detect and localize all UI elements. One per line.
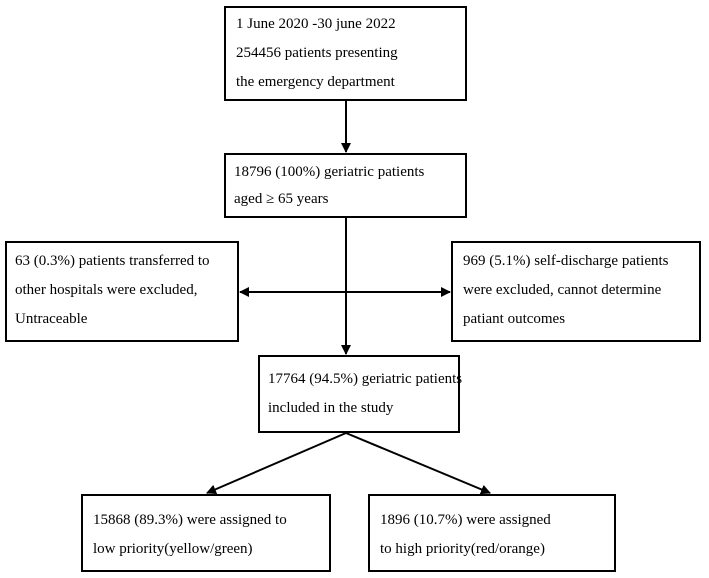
- transferred-box-line-1: 63 (0.3%) patients transferred to: [15, 253, 210, 269]
- selfdischarge-box-line-3: patiant outcomes: [463, 311, 566, 327]
- arrow-included-to-high: [345, 432, 491, 495]
- geriatric-box-line-2: aged ≥ 65 years: [234, 191, 329, 207]
- high-priority-box-line-2: to high priority(red/orange): [380, 541, 545, 557]
- low-priority-box-line-2: low priority(yellow/green): [93, 541, 253, 557]
- selfdischarge-box-line-2: were excluded, cannot determine: [463, 282, 662, 298]
- included-patients-box: 17764 (94.5%) geriatric patients include…: [258, 355, 463, 433]
- start-box-line-1: 1 June 2020 -30 june 2022: [236, 16, 396, 32]
- geriatric-patients-box: 18796 (100%) geriatric patients aged ≥ 6…: [224, 153, 467, 218]
- included-box-line-1: 17764 (94.5%) geriatric patients: [268, 371, 463, 387]
- geriatric-box-line-1: 18796 (100%) geriatric patients: [234, 164, 425, 180]
- selfdischarge-excluded-box: 969 (5.1%) self-discharge patients were …: [451, 241, 701, 342]
- included-box-line-2: included in the study: [268, 400, 394, 416]
- transferred-box-line-2: other hospitals were excluded,: [15, 282, 198, 298]
- low-priority-box-line-1: 15868 (89.3%) were assigned to: [93, 512, 287, 528]
- start-population-box: 1 June 2020 -30 june 2022 254456 patient…: [224, 6, 467, 101]
- high-priority-box: 1896 (10.7%) were assigned to high prior…: [368, 494, 616, 572]
- transferred-excluded-box: 63 (0.3%) patients transferred to other …: [5, 241, 239, 342]
- selfdischarge-box-line-1: 969 (5.1%) self-discharge patients: [463, 253, 669, 269]
- transferred-box-line-3: Untraceable: [15, 311, 88, 327]
- high-priority-box-line-1: 1896 (10.7%) were assigned: [380, 512, 551, 528]
- low-priority-box: 15868 (89.3%) were assigned to low prior…: [81, 494, 331, 572]
- start-box-line-3: the emergency department: [236, 74, 395, 90]
- start-box-line-2: 254456 patients presenting: [236, 45, 398, 61]
- arrow-included-to-low: [206, 432, 347, 495]
